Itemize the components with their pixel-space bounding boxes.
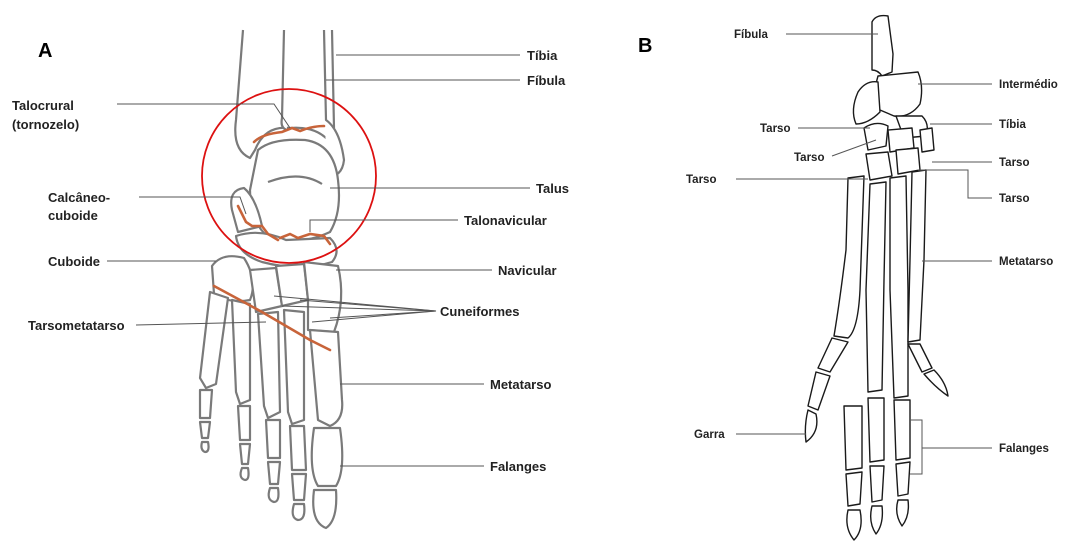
label-b-metatarso: Metatarso [999,256,1053,268]
metatarsal-4 [232,300,250,404]
label-b-intermedio: Intermédio [999,79,1058,91]
metatarsal-b-4 [908,170,926,342]
tarso-bone-6 [920,128,934,152]
label-calcaneo: Calcâneo- [48,190,110,205]
phalanx-hallux-proximal [312,428,343,486]
label-talus: Talus [536,181,569,196]
label-b-tarso-3: Tarso [999,157,1029,169]
figure-b: B [638,16,1058,540]
tarso-bone-2 [864,123,888,150]
label-falanges: Falanges [490,459,546,474]
label-b-fibula: Fíbula [734,29,768,41]
label-navicular: Navicular [498,263,557,278]
fibula-bone-b [872,16,893,76]
label-b-tarso-5: Tarso [999,193,1029,205]
label-b-tarso-4: Tarso [686,174,716,186]
label-metatarso: Metatarso [490,377,551,392]
figure-a: A [12,30,569,528]
label-cuboide: Cuboide [48,254,100,269]
label-talonavicular: Talonavicular [464,213,547,228]
label-calcaneo-sub: cuboide [48,208,98,223]
phalanges-digit-2 [868,398,884,534]
metatarsal-b-3 [890,176,908,398]
tarso-bone-4 [866,152,892,180]
phalanx-3 [266,420,280,502]
metatarsal-3 [258,312,280,418]
intermedio-bone [875,72,921,116]
label-cuneiformes: Cuneiformes [440,304,519,319]
label-fibula: Fíbula [527,73,566,88]
phalanx-5 [200,390,212,452]
phalanx-4 [238,406,250,480]
phalanges-digit-1 [844,406,862,540]
foot-skeleton-a [200,30,344,528]
label-b-tibia: Tíbia [999,119,1026,131]
phalanx-2 [290,426,306,520]
label-b-falanges: Falanges [999,443,1049,455]
metatarsal-b-2 [866,182,886,392]
cuneiform-intermediate [276,264,308,306]
phalanx-hallux-distal [313,490,336,528]
label-b-garra: Garra [694,429,725,441]
side-digit-right [908,344,948,396]
label-b-tarso-1: Tarso [760,123,790,135]
metatarsal-1 [310,330,342,426]
metatarsal-5 [200,292,228,388]
panel-label-b: B [638,35,652,57]
label-talocrural: Talocrural [12,98,74,113]
metatarsal-b-1 [834,176,864,338]
label-tibia: Tíbia [527,48,558,63]
tarso-bone-1 [853,82,880,124]
panel-label-a: A [38,40,52,62]
label-tarsometatarso: Tarsometatarso [28,318,125,333]
garra-digit [805,338,848,442]
foot-skeleton-b [805,16,948,540]
label-b-tarso-2: Tarso [794,152,824,164]
phalanges-digit-3 [894,400,910,526]
label-talocrural-sub: (tornozelo) [12,117,79,132]
tarso-bone-5 [896,148,920,174]
